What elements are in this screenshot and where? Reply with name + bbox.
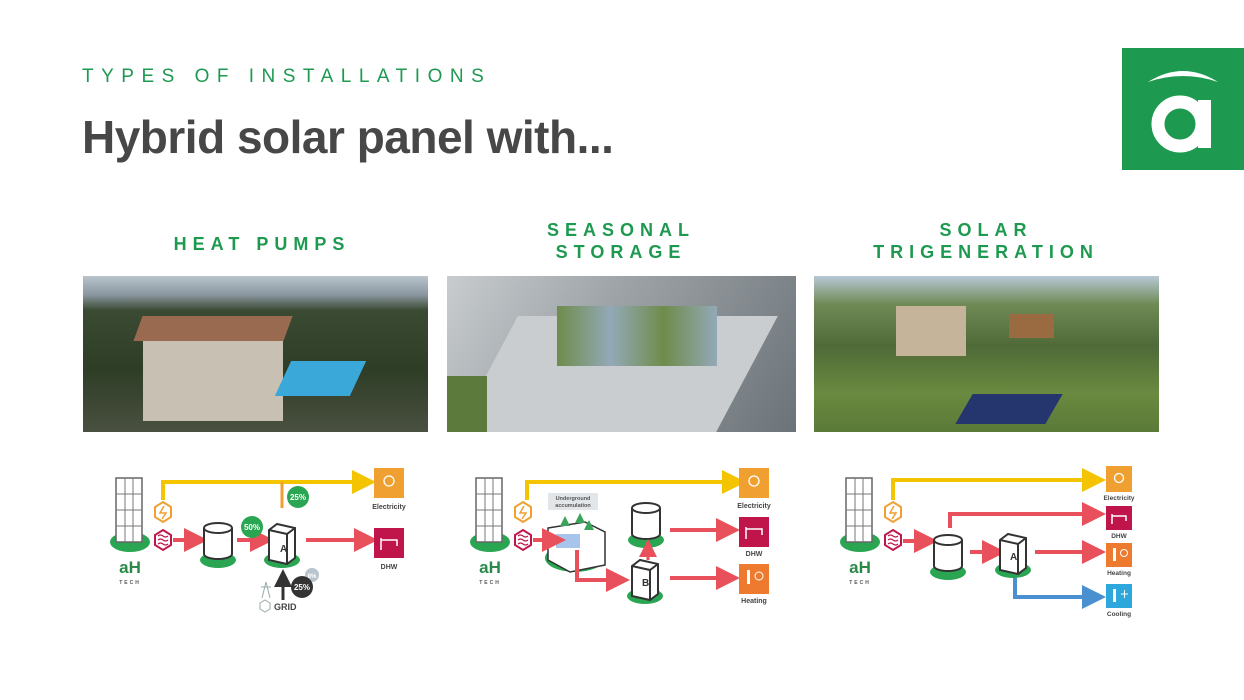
pct-grid: 25% — [294, 583, 310, 592]
electricity-icon — [1106, 466, 1132, 492]
pct-thermal: 50% — [244, 523, 260, 532]
svg-text:DHW: DHW — [1111, 533, 1127, 540]
svg-text:Electricity: Electricity — [1103, 495, 1134, 502]
heading-line: TRIGENERATION — [873, 242, 1099, 262]
diagram-heat-pumps: aH TECH A 25% 50% 8% 25% GRID Electricit… — [109, 468, 406, 613]
svg-text:DHW: DHW — [381, 564, 398, 571]
electric-flow — [161, 470, 376, 500]
section-kicker: TYPES OF INSTALLATIONS — [82, 66, 492, 87]
pct-grid-small: 8% — [308, 574, 317, 580]
photo-building-rooftop — [447, 276, 796, 432]
pct-electric: 25% — [290, 493, 306, 502]
dhw-tap-icon — [1106, 506, 1132, 530]
heading-line: SEASONAL — [546, 220, 695, 240]
svg-text:Electricity: Electricity — [737, 503, 771, 510]
heading-line: HEAT PUMPS — [173, 234, 351, 254]
ah-tech-logo: aH — [119, 558, 141, 577]
dhw-tap-icon — [739, 517, 769, 547]
storage-tank-icon — [929, 534, 967, 581]
heating-thermometer-icon — [739, 564, 769, 594]
heating-thermometer-icon — [1106, 543, 1132, 567]
storage-label-box — [548, 493, 598, 510]
storage-tank-icon — [199, 522, 237, 569]
ah-tech-sub: TECH — [479, 580, 501, 586]
ah-tech-sub: TECH — [849, 580, 871, 586]
svg-text:DHW: DHW — [746, 551, 763, 558]
power-pylon-icon — [261, 581, 271, 599]
svg-text:B: B — [642, 578, 649, 589]
storage-tank-icon — [627, 502, 665, 549]
svg-text:A: A — [280, 544, 287, 555]
electricity-icon — [374, 468, 404, 498]
absorption-chiller-unit: A — [994, 533, 1032, 579]
svg-text:Electricity: Electricity — [372, 504, 406, 511]
unit-b: B — [626, 559, 664, 605]
svg-text:accumulation: accumulation — [555, 503, 591, 509]
electricity-icon — [739, 468, 769, 498]
page-title: Hybrid solar panel with... — [82, 111, 614, 163]
diagram-seasonal-storage: aH TECH Underground accumulation B Elect… — [469, 468, 771, 605]
ah-tech-logo: aH — [849, 558, 871, 577]
ah-tech-sub: TECH — [119, 580, 141, 586]
brand-logo — [1122, 48, 1244, 170]
svg-text:Cooling: Cooling — [1107, 611, 1131, 618]
heading-line: SOLAR — [939, 220, 1033, 240]
dhw-tap-icon — [374, 528, 404, 558]
diagram-solar-trigeneration: aH TECH A Electricity DHW Heating Coolin… — [839, 466, 1135, 618]
grid-label: GRID — [274, 602, 297, 612]
photo-countryside-house — [814, 276, 1159, 432]
cooling-thermometer-icon — [1106, 584, 1132, 608]
svg-text:A: A — [1010, 552, 1017, 563]
svg-text:Heating: Heating — [741, 598, 767, 605]
photo-house-with-pool — [83, 276, 428, 432]
svg-text:Heating: Heating — [1107, 570, 1131, 577]
heat-pump-unit: A — [263, 523, 301, 569]
ah-tech-logo: aH — [479, 558, 501, 577]
heading-line: STORAGE — [555, 242, 687, 262]
svg-text:Underground: Underground — [556, 496, 591, 502]
heading-heat-pumps: HEAT PUMPS — [82, 233, 442, 255]
